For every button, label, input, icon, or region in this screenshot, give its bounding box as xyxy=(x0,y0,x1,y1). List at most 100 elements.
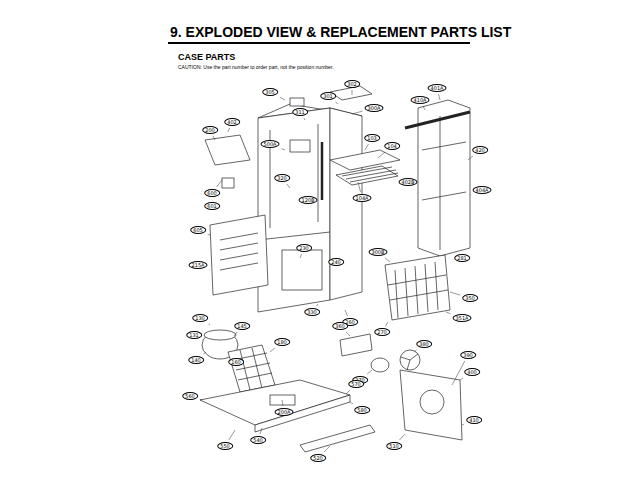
callout-number: 404A xyxy=(473,186,492,194)
leader-line xyxy=(203,339,204,340)
leader-line xyxy=(450,292,460,295)
callout-number: 560 xyxy=(182,392,198,400)
leader-line xyxy=(213,136,215,140)
leader-line xyxy=(386,322,388,326)
leader-line xyxy=(221,205,222,206)
callout-number: 570 xyxy=(348,380,364,388)
leader-line xyxy=(439,94,441,100)
callout-number: 104A xyxy=(353,194,372,202)
leader-line xyxy=(365,144,369,150)
leader-line xyxy=(385,258,390,262)
leader-line xyxy=(446,312,451,314)
callout-number: 103 xyxy=(364,134,380,142)
leader-line xyxy=(367,370,372,374)
leader-line xyxy=(336,102,339,104)
leader-line xyxy=(452,261,453,262)
callout-number: 120B xyxy=(299,196,318,204)
callout-number: 400 xyxy=(464,368,480,376)
leader-line xyxy=(317,304,319,306)
callout-number: 200 xyxy=(202,126,218,134)
callout-number: 520 xyxy=(310,454,326,462)
callout-number: 402 xyxy=(224,118,240,126)
callout-number: 300B xyxy=(369,248,388,256)
callout-number: 380 xyxy=(416,340,432,348)
leader-line xyxy=(352,111,363,114)
callout-number: 104 xyxy=(384,142,400,150)
callout-number: 401A xyxy=(428,84,447,92)
callout-number: 300A xyxy=(365,104,384,112)
leader-line xyxy=(378,152,385,158)
leader-line xyxy=(280,97,285,100)
leader-line xyxy=(346,390,350,394)
leader-line xyxy=(217,180,222,187)
leader-line xyxy=(204,352,207,354)
callout-number: 131 xyxy=(186,331,202,339)
leader-line xyxy=(282,400,283,406)
callout-number: 160 xyxy=(228,358,244,366)
callout-number: 390 xyxy=(460,351,476,359)
callout-number: 301 xyxy=(320,92,336,100)
leader-line xyxy=(304,118,305,120)
leader-line xyxy=(209,324,210,325)
callout-number: 330 xyxy=(304,308,320,316)
leader-line xyxy=(358,182,361,192)
leader-line xyxy=(228,128,230,132)
leader-line xyxy=(414,350,417,352)
callout-number: 230 xyxy=(296,244,312,252)
callout-number: 360 xyxy=(332,322,348,330)
callout-number: 351A xyxy=(453,314,472,322)
leader-line xyxy=(345,310,348,316)
callout-number: 605 xyxy=(190,226,206,234)
callout-number: 240 xyxy=(328,258,344,266)
callout-number: 350 xyxy=(462,294,478,302)
callout-number: 130 xyxy=(192,314,208,322)
leader-line xyxy=(300,254,302,258)
callout-number: 540 xyxy=(250,436,266,444)
leader-line xyxy=(324,446,330,452)
caution-note: CAUTION: Use the part number to order pa… xyxy=(178,64,334,70)
callout-number: 320 xyxy=(274,174,290,182)
leader-line xyxy=(260,428,262,434)
leader-line xyxy=(452,361,465,385)
callout-number: 580 xyxy=(354,406,370,414)
callout-number: 402B xyxy=(399,178,418,186)
callout-number: 281 xyxy=(454,254,470,262)
callout-number: 200A xyxy=(275,408,294,416)
callout-number: 601 xyxy=(204,202,220,210)
callout-number: 410A xyxy=(411,96,430,104)
leader-line xyxy=(234,332,237,336)
leader-line xyxy=(346,332,350,336)
leader-line xyxy=(282,149,286,150)
callout-number: 510 xyxy=(386,442,402,450)
leader-line xyxy=(462,424,464,426)
callout-number: 550 xyxy=(217,442,233,450)
callout-number: 270 xyxy=(374,328,390,336)
leader-line xyxy=(208,234,210,236)
leader-line xyxy=(468,156,473,160)
callout-number: 180 xyxy=(274,338,290,346)
callout-number: 140 xyxy=(188,356,204,364)
leader-line xyxy=(350,402,353,404)
callout-number: 500A xyxy=(261,140,280,148)
callout-number: 420 xyxy=(472,146,488,154)
leader-line xyxy=(229,430,235,440)
callout-number: 302 xyxy=(344,80,360,88)
leader-line xyxy=(287,184,290,188)
leader-line xyxy=(209,269,211,270)
leader-line xyxy=(460,378,463,380)
leader-line xyxy=(200,399,202,401)
page-title: 9. EXPLODED VIEW & REPLACEMENT PARTS LIS… xyxy=(170,24,511,40)
callout-number: 215A xyxy=(189,261,208,269)
section-heading: CASE PARTS xyxy=(178,52,235,62)
callout-number: 410 xyxy=(466,416,482,424)
leader-line xyxy=(423,106,425,110)
leader-line xyxy=(270,348,275,352)
callout-number: 145 xyxy=(234,322,250,330)
callout-number: 311 xyxy=(292,108,308,116)
leader-line xyxy=(400,434,406,440)
callout-number: 600 xyxy=(204,189,220,197)
leader-line xyxy=(352,90,353,95)
